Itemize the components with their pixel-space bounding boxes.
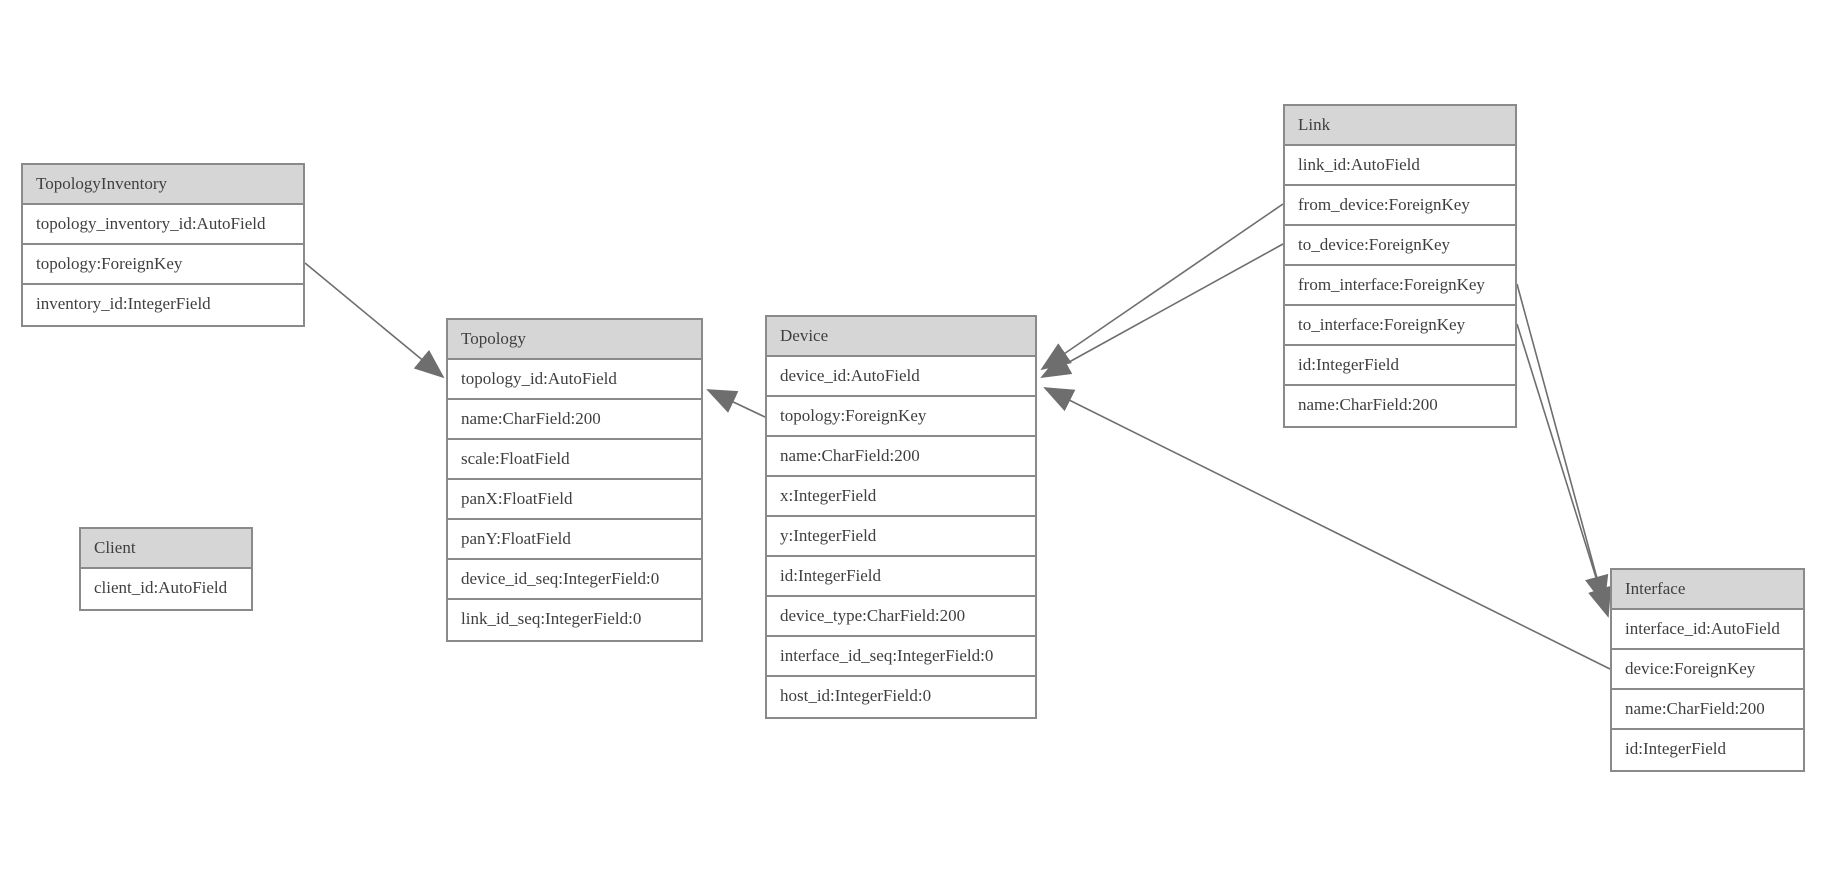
field-row: host_id:IntegerField:0	[767, 677, 1035, 717]
entity-header-topologyinventory: TopologyInventory	[23, 165, 303, 205]
field-row: id:IntegerField	[1285, 346, 1515, 386]
field-row: link_id:AutoField	[1285, 146, 1515, 186]
field-row: name:CharField:200	[1285, 386, 1515, 426]
connection-link-from-device-device	[1040, 203, 1284, 371]
field-row: name:CharField:200	[448, 400, 701, 440]
field-row: id:IntegerField	[767, 557, 1035, 597]
field-row: topology_inventory_id:AutoField	[23, 205, 303, 245]
field-row: client_id:AutoField	[81, 569, 251, 609]
connection-link-from-interface-interface	[1516, 283, 1609, 606]
field-row: from_interface:ForeignKey	[1285, 266, 1515, 306]
connection-link-to-device-device	[1040, 243, 1284, 378]
connection-interface-device-device	[1043, 387, 1611, 670]
field-row: y:IntegerField	[767, 517, 1035, 557]
entity-header-topology: Topology	[448, 320, 701, 360]
field-row: interface_id_seq:IntegerField:0	[767, 637, 1035, 677]
field-row: to_device:ForeignKey	[1285, 226, 1515, 266]
entity-header-interface: Interface	[1612, 570, 1803, 610]
field-row: device_id:AutoField	[767, 357, 1035, 397]
field-row: topology:ForeignKey	[23, 245, 303, 285]
field-row: panX:FloatField	[448, 480, 701, 520]
field-row: to_interface:ForeignKey	[1285, 306, 1515, 346]
field-row: from_device:ForeignKey	[1285, 186, 1515, 226]
entity-fields-client: client_id:AutoField	[81, 569, 251, 609]
field-row: panY:FloatField	[448, 520, 701, 560]
field-row: topology:ForeignKey	[767, 397, 1035, 437]
field-row: id:IntegerField	[1612, 730, 1803, 770]
connection-topologyinventory-topology	[304, 262, 445, 379]
field-row: device:ForeignKey	[1612, 650, 1803, 690]
field-row: inventory_id:IntegerField	[23, 285, 303, 325]
field-row: device_type:CharField:200	[767, 597, 1035, 637]
field-row: name:CharField:200	[767, 437, 1035, 477]
entity-client: Client client_id:AutoField	[79, 527, 253, 611]
entity-header-link: Link	[1285, 106, 1515, 146]
field-row: device_id_seq:IntegerField:0	[448, 560, 701, 600]
connection-device-topology	[706, 389, 766, 418]
field-row: x:IntegerField	[767, 477, 1035, 517]
entity-header-device: Device	[767, 317, 1035, 357]
field-row: topology_id:AutoField	[448, 360, 701, 400]
field-row: name:CharField:200	[1612, 690, 1803, 730]
entity-header-client: Client	[81, 529, 251, 569]
field-row: interface_id:AutoField	[1612, 610, 1803, 650]
connection-link-to-interface-interface	[1516, 323, 1612, 618]
entity-topologyinventory: TopologyInventory topology_inventory_id:…	[21, 163, 305, 327]
field-row: scale:FloatField	[448, 440, 701, 480]
field-row: link_id_seq:IntegerField:0	[448, 600, 701, 640]
